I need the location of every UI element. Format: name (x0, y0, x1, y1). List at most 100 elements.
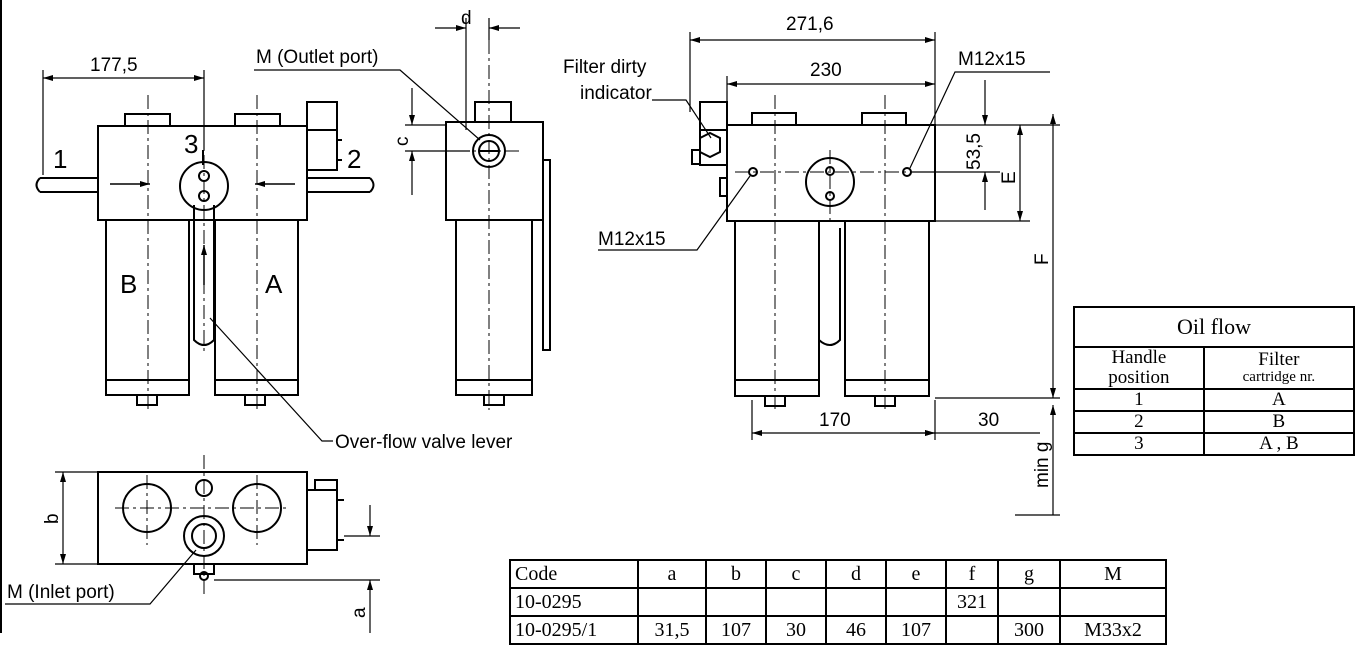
overflow-label: Over-flow valve lever (335, 432, 513, 453)
oil-cell: 2 (1073, 409, 1205, 434)
dim-c (405, 88, 470, 195)
code-header: a (637, 559, 707, 589)
port-1-label: 1 (53, 144, 67, 174)
dim-170-label: 170 (819, 410, 851, 431)
m12-left-leader (598, 175, 751, 251)
code-cell (825, 587, 887, 617)
code-header: c (765, 559, 827, 589)
oil-header-handle: Handle position (1073, 346, 1205, 390)
dim-230 (726, 76, 935, 124)
dim-230-label: 230 (810, 60, 842, 81)
code-cell: 107 (705, 615, 767, 645)
code-cell (945, 615, 999, 645)
table-row: 10-0295/1 31,5 107 30 46 107 300 M33x2 (509, 615, 1167, 645)
flow-arrows (110, 181, 295, 285)
code-cell (885, 587, 947, 617)
top-centerlines (115, 455, 290, 595)
dim-min-g-label: min g (1032, 442, 1053, 488)
front-view (35, 101, 375, 406)
code-cell: 300 (997, 615, 1061, 645)
overflow-leader (209, 317, 333, 442)
dirty-label-2: indicator (580, 83, 652, 104)
oil-cell: 3 (1073, 431, 1205, 456)
dim-E-label: E (999, 171, 1020, 184)
code-cell (1059, 587, 1167, 617)
code-cell (705, 587, 767, 617)
oil-header-filter-line2: cartridge nr. (1242, 369, 1316, 386)
oil-header-handle-line2: position (1108, 366, 1170, 388)
dim-a-label: a (349, 607, 370, 618)
code-header: f (945, 559, 999, 589)
oil-cell: 1 (1073, 387, 1205, 412)
code-cell (997, 587, 1061, 617)
code-cell (637, 587, 707, 617)
table-row: 3 A , B (1073, 431, 1356, 456)
front-centerlines (147, 80, 258, 410)
dim-177-5 (42, 70, 205, 175)
oil-cell: A (1202, 387, 1356, 412)
dirty-label-1: Filter dirty (563, 57, 647, 78)
dim-271-6 (689, 32, 936, 124)
side-view (445, 101, 551, 406)
code-cell: 31,5 (637, 615, 707, 645)
table-row: 1 A (1073, 387, 1356, 412)
cartridge-a-label: A (265, 269, 283, 299)
m12-top-label: M12x15 (958, 49, 1026, 70)
code-header: M (1059, 559, 1167, 589)
code-cell: 10-0295 (509, 587, 639, 617)
dim-53-5-label: 53,5 (964, 133, 985, 170)
table-row: 10-0295 321 (509, 587, 1167, 617)
dim-30-label: 30 (978, 410, 999, 431)
oil-flow-table: Oil flow Handle position Filter cartridg… (1073, 306, 1356, 456)
oil-flow-title: Oil flow (1073, 306, 1355, 348)
code-cell: M33x2 (1059, 615, 1167, 645)
m12-left-label: M12x15 (598, 229, 666, 250)
code-cell: 46 (825, 615, 887, 645)
oil-cell: B (1202, 409, 1356, 434)
code-cell (765, 587, 827, 617)
table-header-row: Code a b c d e f g M (509, 559, 1167, 589)
port-3-label: 3 (184, 129, 198, 159)
code-cell: 107 (885, 615, 947, 645)
dim-b-label: b (42, 513, 63, 524)
oil-header-filter-line1: Filter (1258, 349, 1300, 371)
inlet-label: M (Inlet port) (7, 582, 115, 603)
inlet-leader (5, 549, 197, 605)
table-row: 2 B (1073, 409, 1356, 434)
dim-177-5-label: 177,5 (90, 55, 138, 76)
oil-cell: A , B (1202, 431, 1356, 456)
code-header: d (825, 559, 887, 589)
outlet-leader (254, 69, 481, 141)
dirty-leader (652, 99, 712, 139)
oil-header-handle-line1: Handle (1111, 347, 1167, 368)
code-header: b (705, 559, 767, 589)
dim-d-label: d (461, 8, 472, 29)
rear-centerlines (735, 95, 1000, 410)
dim-53-5 (910, 80, 1060, 210)
dim-c-label: c (392, 137, 413, 147)
code-table: Code a b c d e f g M 10-0295 321 10-0295… (509, 559, 1167, 645)
code-header: g (997, 559, 1061, 589)
top-view (97, 471, 344, 581)
dim-d (435, 18, 520, 130)
code-header: e (885, 559, 947, 589)
code-header: Code (509, 559, 639, 589)
outlet-label: M (Outlet port) (256, 47, 378, 68)
side-centerlines (455, 40, 520, 410)
cartridge-b-label: B (120, 269, 137, 299)
oil-header-filter: Filter cartridge nr. (1202, 346, 1356, 390)
dim-E (935, 125, 1030, 222)
dim-min-g (1015, 405, 1060, 516)
rear-view (691, 101, 936, 407)
code-cell: 30 (765, 615, 827, 645)
m12-top-leader (909, 71, 1050, 169)
dim-271-6-label: 271,6 (786, 14, 834, 35)
dim-a (214, 505, 380, 633)
dim-F (935, 114, 1060, 399)
code-cell: 10-0295/1 (509, 615, 639, 645)
dim-b (55, 471, 98, 565)
code-cell: 321 (945, 587, 999, 617)
port-2-label: 2 (347, 144, 361, 174)
dim-F-label: F (1032, 253, 1053, 265)
